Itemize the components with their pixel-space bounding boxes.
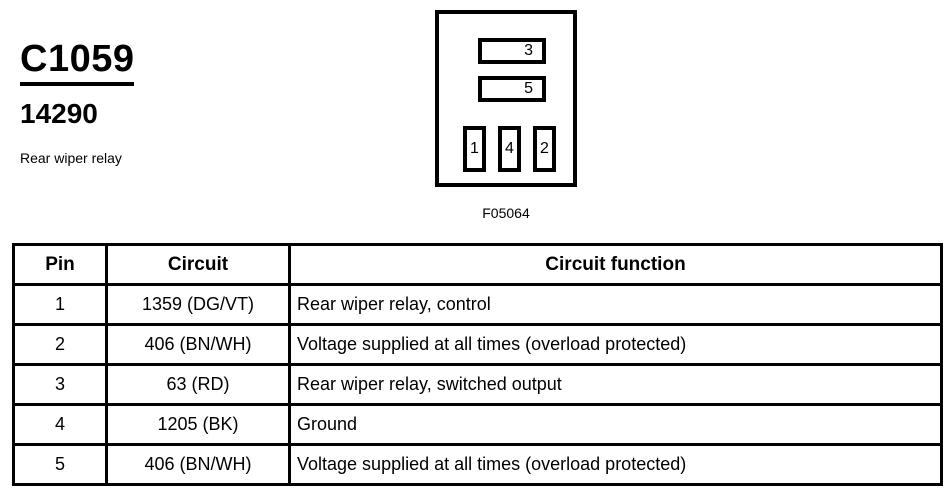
- cell-pin: 4: [12, 403, 108, 446]
- table-row: 2 406 (BN/WH) Voltage supplied at all ti…: [12, 323, 943, 366]
- cell-function: Rear wiper relay, switched output: [288, 363, 943, 406]
- connector-slot-5-label: 5: [524, 80, 533, 97]
- diagram-code-label: F05064: [482, 205, 530, 221]
- table-row: 5 406 (BN/WH) Voltage supplied at all ti…: [12, 443, 943, 486]
- column-header-pin: Pin: [12, 243, 108, 286]
- cell-circuit: 1359 (DG/VT): [105, 283, 291, 326]
- column-header-circuit-function: Circuit function: [288, 243, 943, 286]
- connector-id-underline: [20, 82, 134, 86]
- column-header-circuit: Circuit: [105, 243, 291, 286]
- connector-header: C1059 14290 Rear wiper relay: [20, 38, 420, 167]
- cell-circuit: 406 (BN/WH): [105, 323, 291, 366]
- cell-function: Rear wiper relay, control: [288, 283, 943, 326]
- pin-table: Pin Circuit Circuit function 1 1359 (DG/…: [12, 243, 943, 486]
- table-row: 4 1205 (BK) Ground: [12, 403, 943, 446]
- connector-slot-2: 2: [533, 126, 556, 172]
- connector-slot-1: 1: [463, 126, 486, 172]
- table-header-row: Pin Circuit Circuit function: [12, 243, 943, 286]
- connector-id: C1059: [20, 38, 135, 80]
- connector-slot-4: 4: [498, 126, 521, 172]
- cell-pin: 3: [12, 363, 108, 406]
- part-number: 14290: [20, 98, 98, 129]
- connector-slot-5: 5: [478, 76, 546, 102]
- connector-slot-4-label: 4: [505, 140, 514, 157]
- connector-slot-3: 3: [478, 38, 546, 64]
- cell-pin: 5: [12, 443, 108, 486]
- cell-pin: 2: [12, 323, 108, 366]
- table-row: 1 1359 (DG/VT) Rear wiper relay, control: [12, 283, 943, 326]
- cell-pin: 1: [12, 283, 108, 326]
- connector-slot-3-label: 3: [524, 42, 533, 59]
- cell-function: Voltage supplied at all times (overload …: [288, 323, 943, 366]
- connector-face-diagram: 3 5 1 4 2: [435, 10, 577, 187]
- component-name: Rear wiper relay: [20, 150, 122, 166]
- cell-function: Ground: [288, 403, 943, 446]
- connector-slot-1-label: 1: [470, 140, 479, 157]
- connector-slot-2-label: 2: [540, 140, 549, 157]
- cell-circuit: 406 (BN/WH): [105, 443, 291, 486]
- table-row: 3 63 (RD) Rear wiper relay, switched out…: [12, 363, 943, 406]
- cell-function: Voltage supplied at all times (overload …: [288, 443, 943, 486]
- cell-circuit: 1205 (BK): [105, 403, 291, 446]
- cell-circuit: 63 (RD): [105, 363, 291, 406]
